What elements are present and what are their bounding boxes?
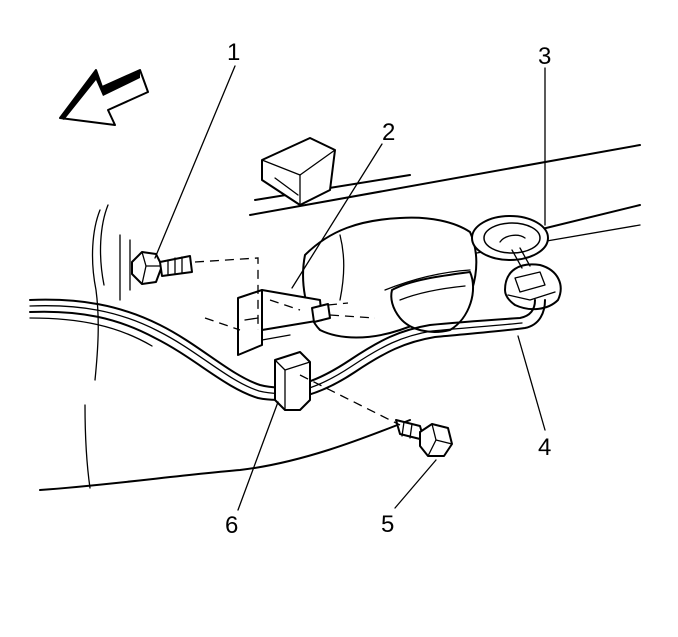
grommet-hole — [471, 215, 549, 261]
callout-5: 5 — [381, 511, 394, 538]
harness-connector — [504, 247, 562, 311]
bolt-icon — [395, 419, 453, 457]
alignment-lines — [194, 257, 401, 426]
callout-4: 4 — [538, 434, 551, 461]
harness-clip — [274, 351, 311, 411]
leader-lines — [154, 65, 546, 511]
bolt-icon — [131, 251, 193, 285]
callout-2: 2 — [382, 119, 395, 146]
callout-1: 1 — [227, 39, 240, 66]
harness-bracket — [237, 289, 331, 356]
front-direction-arrow-icon — [59, 69, 149, 126]
callout-3: 3 — [538, 43, 551, 70]
central-housing — [302, 216, 478, 339]
callout-6: 6 — [225, 512, 238, 539]
wiring-harness — [29, 298, 546, 401]
mount-block — [261, 137, 336, 206]
